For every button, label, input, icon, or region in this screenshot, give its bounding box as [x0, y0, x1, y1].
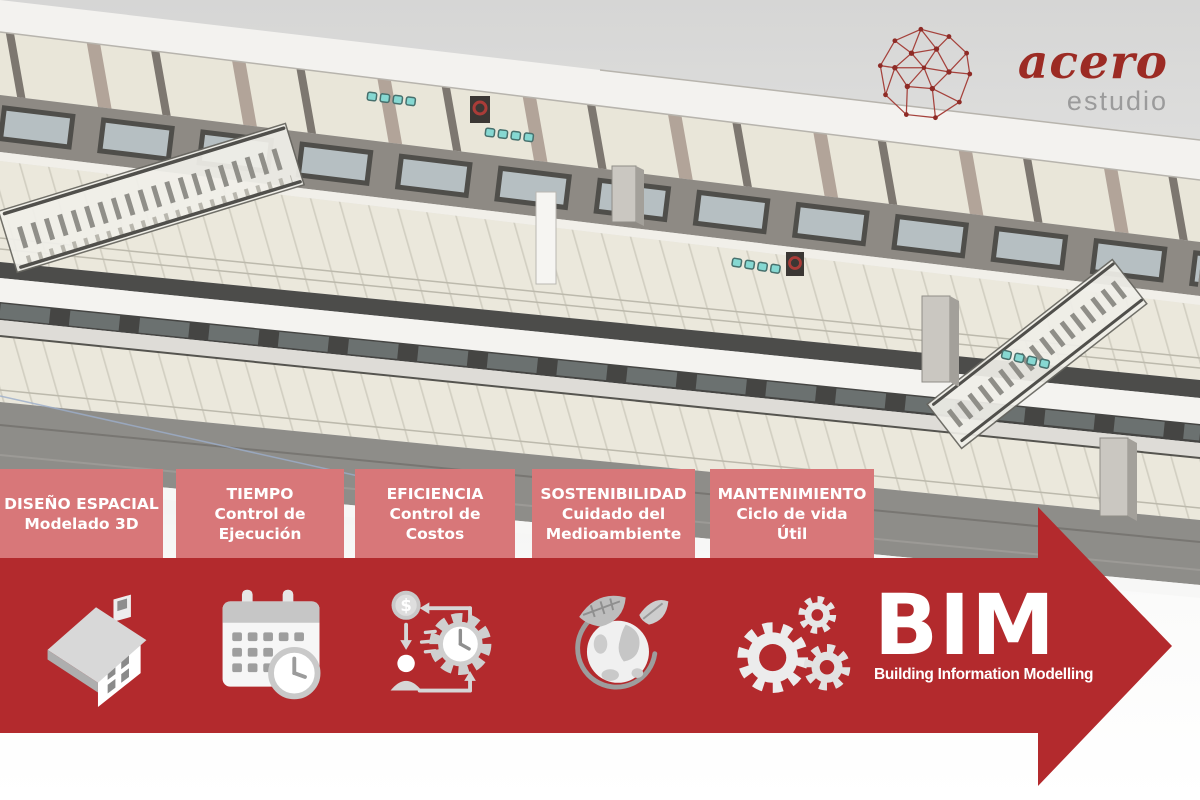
escalator-left — [0, 122, 306, 274]
step-box-tiempo: TIEMPO Control de Ejecución — [176, 469, 344, 558]
earth-leaves-icon — [575, 595, 669, 690]
isometric-house-icon — [47, 594, 147, 708]
step-line: Ciclo de vida — [736, 504, 848, 523]
white-column — [535, 191, 557, 285]
platform-seats — [366, 91, 1051, 369]
step-title: TIEMPO — [226, 484, 294, 503]
station-sign — [470, 96, 804, 276]
network-sphere-icon — [877, 26, 973, 121]
step-line: Cuidado del — [561, 504, 666, 523]
bim-title: BIM — [874, 576, 1056, 674]
step-line: Modelado 3D — [24, 514, 139, 533]
step-line: Útil — [776, 524, 808, 543]
logo-brand: acero — [1017, 35, 1168, 90]
step-box-mantenimiento: MANTENIMIENTO Ciclo de vida Útil — [710, 469, 874, 558]
step-line: Costos — [405, 524, 465, 543]
step-title: DISEÑO ESPACIAL — [4, 494, 159, 513]
bim-title-block: BIM Building Information Modelling — [874, 576, 1094, 684]
cost-time-cycle-icon: $ — [390, 590, 492, 693]
step-line: Control de — [389, 504, 481, 523]
gears-icon — [737, 596, 851, 693]
bim-arrow-banner: $ — [0, 505, 1174, 788]
platform-kiosks — [535, 165, 1137, 521]
svg-text:$: $ — [400, 596, 411, 615]
step-line: Ejecución — [218, 524, 302, 543]
step-box-diseno: DISEÑO ESPACIAL Modelado 3D — [0, 469, 163, 558]
step-box-eficiencia: EFICIENCIA Control de Costos — [355, 469, 515, 558]
acero-logo: acero estudio — [872, 22, 1172, 137]
step-line: Medioambiente — [545, 524, 682, 543]
step-title: SOSTENIBILIDAD — [540, 484, 687, 503]
step-title: MANTENIMIENTO — [717, 484, 867, 503]
step-line: Control de — [214, 504, 306, 523]
step-box-sostenibilidad: SOSTENIBILIDAD Cuidado del Medioambiente — [532, 469, 695, 558]
logo-sub: estudio — [1066, 86, 1168, 116]
bim-subtitle: Building Information Modelling — [874, 666, 1094, 683]
step-title: EFICIENCIA — [386, 484, 484, 503]
calendar-clock-icon — [222, 589, 321, 700]
escalator-right — [926, 258, 1148, 450]
